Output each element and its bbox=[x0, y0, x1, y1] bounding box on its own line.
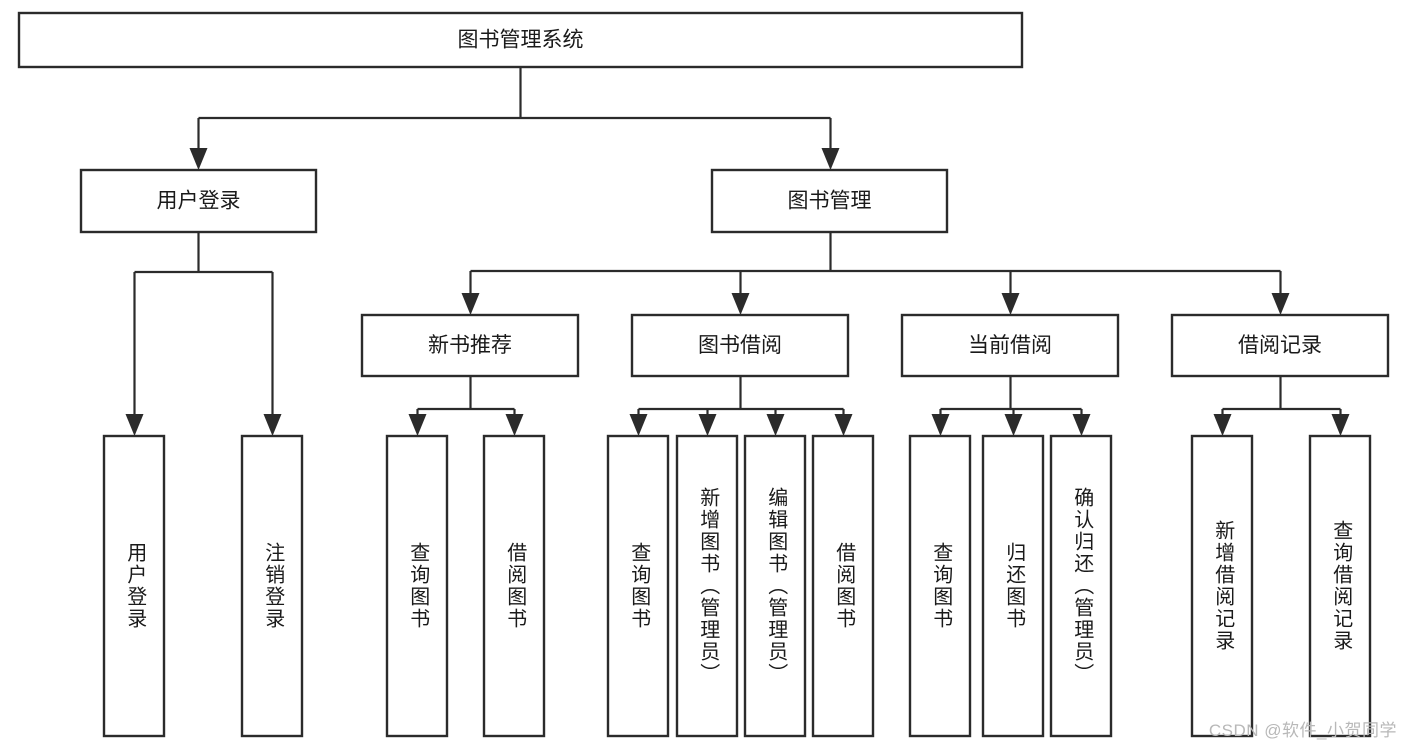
arrowhead-icon bbox=[731, 293, 750, 315]
node-box-leaf[interactable] bbox=[1308, 434, 1372, 738]
arrowhead-icon bbox=[1072, 414, 1091, 436]
node-box-leaf[interactable] bbox=[743, 434, 807, 738]
node-box-leaf[interactable] bbox=[675, 434, 739, 738]
node-box-level3[interactable] bbox=[1170, 313, 1390, 378]
node-box-level3[interactable] bbox=[360, 313, 580, 378]
arrowhead-icon bbox=[1004, 414, 1023, 436]
node-box-leaf[interactable] bbox=[606, 434, 670, 738]
node-label: 新书推荐 bbox=[428, 334, 512, 357]
node-label: 图书管理 bbox=[788, 190, 872, 213]
node-box-level3[interactable] bbox=[630, 313, 850, 378]
arrowhead-icon bbox=[1001, 293, 1020, 315]
node-label: 图书管理系统 bbox=[458, 29, 584, 52]
node-box-level2[interactable] bbox=[710, 168, 949, 234]
node-box-leaf[interactable] bbox=[1190, 434, 1254, 738]
arrowhead-icon bbox=[505, 414, 524, 436]
node-box-leaf[interactable] bbox=[1049, 434, 1113, 738]
arrowhead-icon bbox=[189, 148, 208, 170]
arrowhead-icon bbox=[766, 414, 785, 436]
node-box-level3[interactable] bbox=[900, 313, 1120, 378]
arrowhead-icon bbox=[1331, 414, 1350, 436]
watermark-text: CSDN @软件_小贺同学 bbox=[1208, 721, 1397, 740]
node-box-level2[interactable] bbox=[79, 168, 318, 234]
node-label: 用户登录 bbox=[157, 190, 241, 213]
arrowhead-icon bbox=[408, 414, 427, 436]
node-box-leaf[interactable] bbox=[385, 434, 449, 738]
node-label: 图书借阅 bbox=[698, 334, 782, 357]
arrowhead-icon bbox=[821, 148, 840, 170]
node-box-leaf[interactable] bbox=[981, 434, 1045, 738]
node-box-leaf[interactable] bbox=[811, 434, 875, 738]
arrowhead-icon bbox=[834, 414, 853, 436]
node-box-layer bbox=[17, 11, 1390, 738]
node-label: 借阅记录 bbox=[1238, 334, 1322, 357]
node-box-leaf[interactable] bbox=[908, 434, 972, 738]
arrowhead-icon bbox=[698, 414, 717, 436]
arrowhead-layer bbox=[125, 148, 1350, 436]
node-box-leaf[interactable] bbox=[102, 434, 166, 738]
node-box-root[interactable] bbox=[17, 11, 1024, 69]
arrowhead-icon bbox=[1213, 414, 1232, 436]
arrowhead-icon bbox=[461, 293, 480, 315]
node-box-leaf[interactable] bbox=[240, 434, 304, 738]
arrowhead-icon bbox=[125, 414, 144, 436]
arrowhead-icon bbox=[629, 414, 648, 436]
node-label: 当前借阅 bbox=[968, 334, 1052, 357]
arrowhead-icon bbox=[1271, 293, 1290, 315]
arrowhead-icon bbox=[263, 414, 282, 436]
arrowhead-icon bbox=[931, 414, 950, 436]
node-box-leaf[interactable] bbox=[482, 434, 546, 738]
